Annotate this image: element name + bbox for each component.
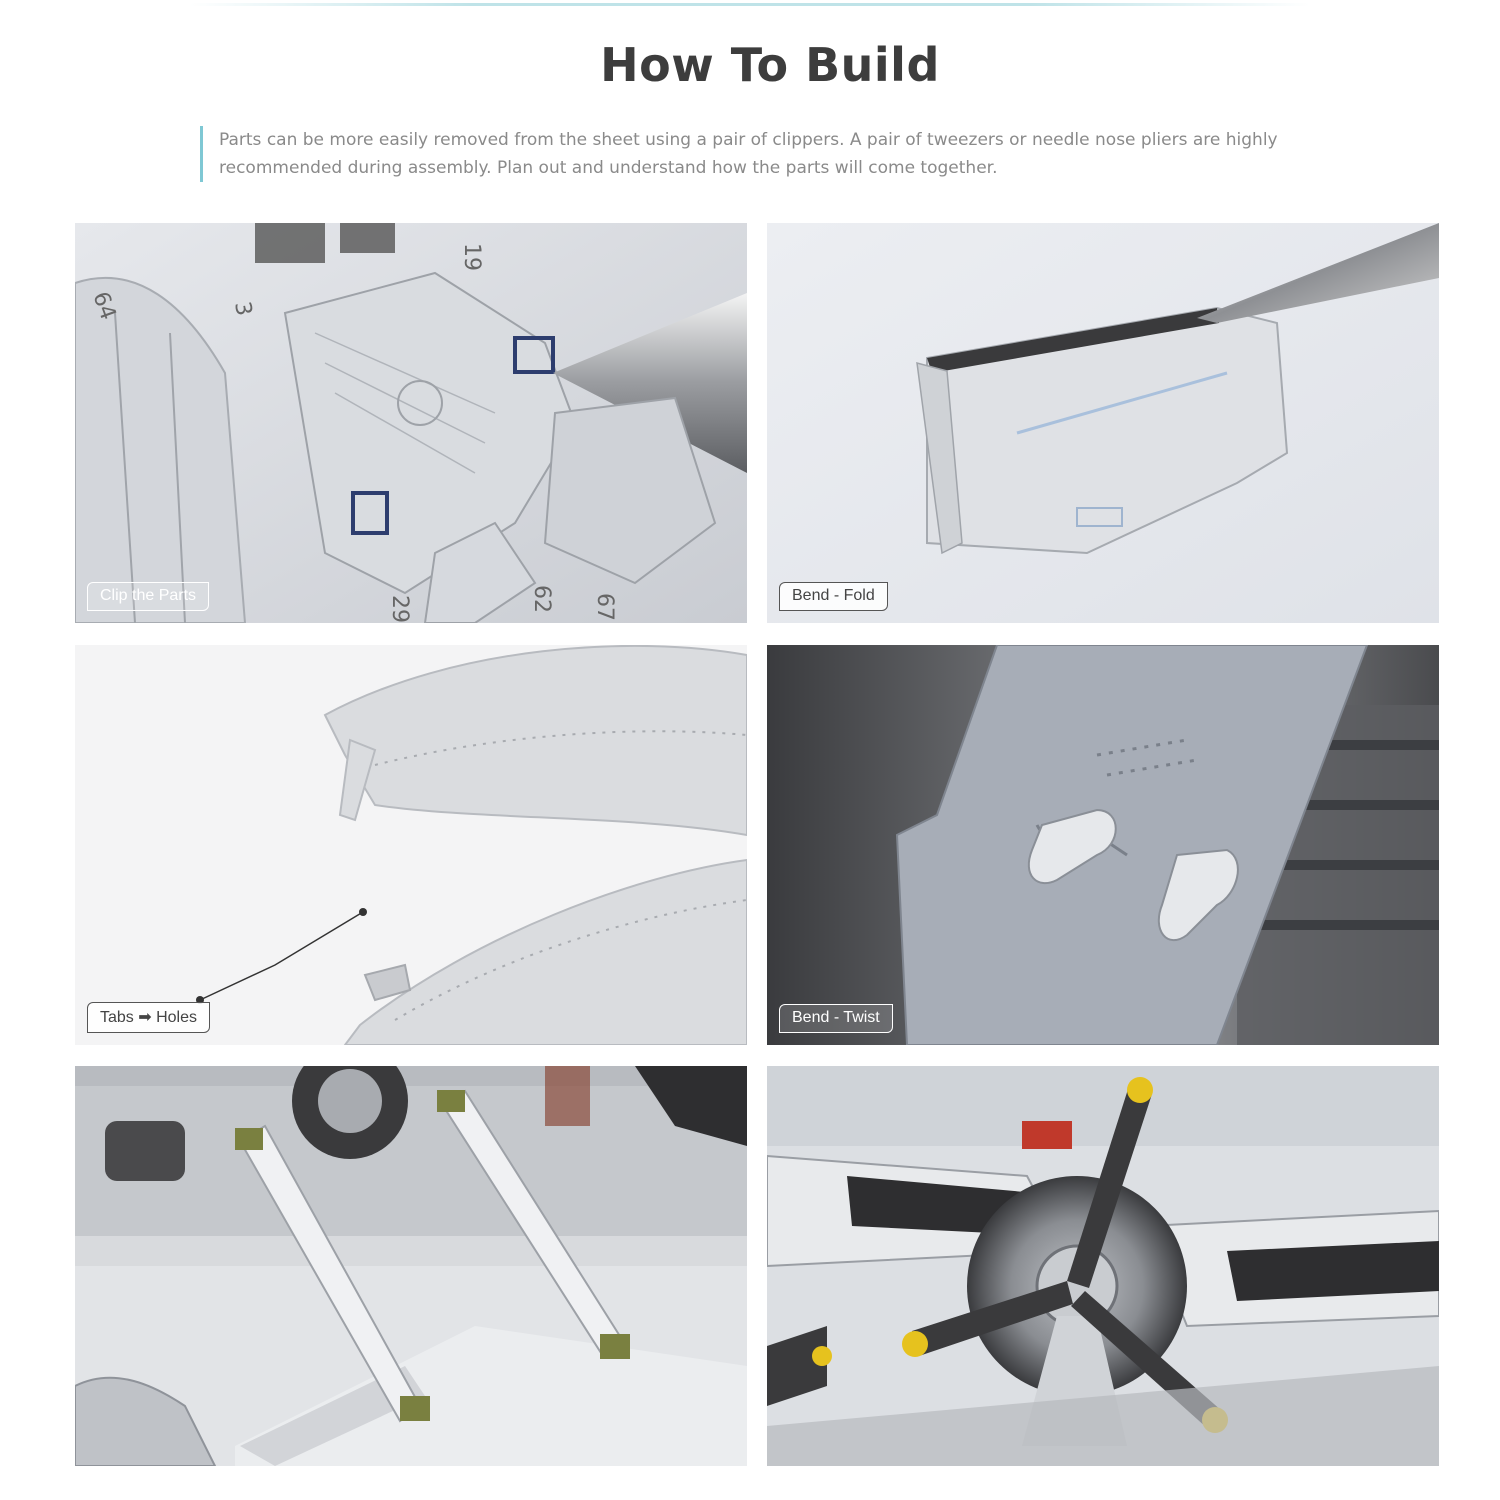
panel-tabs-holes: Tabs ➡ Holes (75, 645, 747, 1045)
bend-twist-photo (767, 645, 1439, 1045)
part-number-3: 3 (229, 300, 256, 318)
caption-tabs-holes: Tabs ➡ Holes (87, 1002, 210, 1033)
part-number-29: 29 (387, 595, 412, 623)
caption-bend-fold: Bend - Fold (779, 582, 888, 611)
page-title: How To Build (600, 38, 940, 92)
top-divider (190, 3, 1310, 6)
panel-landing-gear (75, 1066, 747, 1466)
propeller-photo (767, 1066, 1439, 1466)
part-number-62: 62 (529, 585, 554, 613)
part-number-67: 67 (592, 593, 617, 621)
tabs-holes-photo (75, 645, 747, 1045)
panel-bend-twist: Bend - Twist (767, 645, 1439, 1045)
part-number-19: 19 (459, 243, 484, 271)
panel-propeller (767, 1066, 1439, 1466)
caption-clip-the-parts: Clip the Parts (87, 582, 210, 611)
panel-clip-the-parts: 19 64 3 29 62 67 Clip the Parts (75, 223, 747, 623)
bend-fold-photo (767, 223, 1439, 623)
panel-bend-fold: Bend - Fold (767, 223, 1439, 623)
landing-gear-photo (75, 1066, 747, 1466)
intro-paragraph: Parts can be more easily removed from th… (200, 126, 1359, 182)
caption-bend-twist: Bend - Twist (779, 1004, 893, 1033)
clip-parts-photo: 19 64 3 29 62 67 (75, 223, 747, 623)
